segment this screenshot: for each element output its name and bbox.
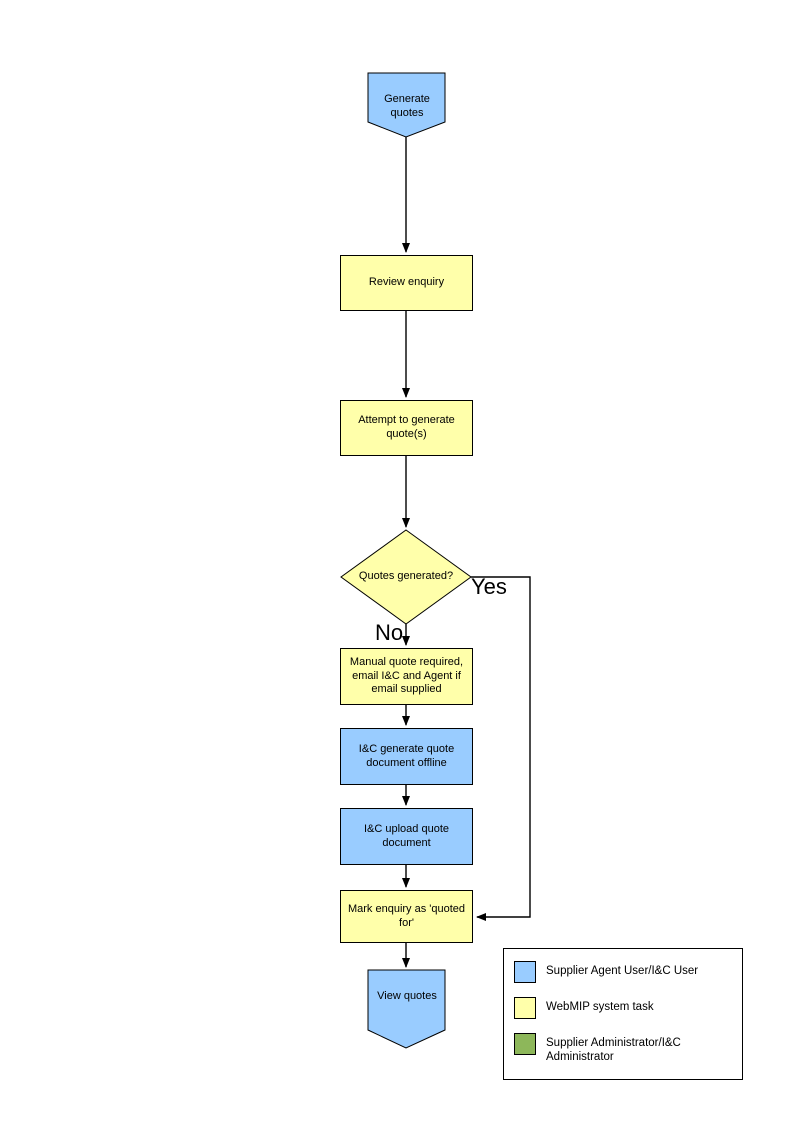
node-generate-quotes[interactable]: Generate quotes bbox=[368, 73, 446, 137]
node-generate-quotes-label: Generate quotes bbox=[384, 93, 430, 119]
node-view-quotes[interactable]: View quotes bbox=[368, 970, 446, 1048]
edge-decision-yes-to-mark bbox=[471, 576, 531, 921]
legend-swatch-green bbox=[514, 1033, 536, 1055]
node-mark-enquiry-quoted-for[interactable]: Mark enquiry as 'quoted for' bbox=[340, 890, 473, 943]
legend: Supplier Agent User/I&C User WebMIP syst… bbox=[503, 948, 743, 1080]
legend-item-supplier-agent-user: Supplier Agent User/I&C User bbox=[514, 961, 742, 983]
legend-swatch-yellow bbox=[514, 997, 536, 1019]
shape-generate-quotes bbox=[367, 72, 446, 138]
node-manual-quote-required[interactable]: Manual quote required, email I&C and Age… bbox=[340, 648, 473, 705]
legend-label-supplier-administrator: Supplier Administrator/I&C Administrator bbox=[546, 1037, 681, 1064]
node-review-enquiry[interactable]: Review enquiry bbox=[340, 255, 473, 311]
node-ic-upload-quote-document-label: I&C upload quote document bbox=[363, 822, 449, 849]
node-ic-generate-quote-offline-label: I&C generate quote document offline bbox=[358, 742, 455, 769]
node-mark-enquiry-quoted-for-label: Mark enquiry as 'quoted for' bbox=[347, 902, 466, 929]
node-review-enquiry-label: Review enquiry bbox=[368, 276, 445, 289]
node-attempt-generate-quotes[interactable]: Attempt to generate quote(s) bbox=[340, 400, 473, 456]
node-attempt-generate-quotes-label: Attempt to generate quote(s) bbox=[358, 414, 455, 440]
legend-item-supplier-administrator: Supplier Administrator/I&C Administrator bbox=[514, 1033, 742, 1065]
legend-label-supplier-agent-user: Supplier Agent User/I&C User bbox=[546, 965, 699, 977]
node-ic-generate-quote-offline[interactable]: I&C generate quote document offline bbox=[340, 728, 473, 785]
legend-item-webmip-system-task: WebMIP system task bbox=[514, 997, 742, 1019]
node-quotes-generated[interactable]: Quotes generated? bbox=[341, 530, 471, 624]
node-view-quotes-label: View quotes bbox=[377, 990, 437, 1002]
legend-label-webmip-system-task: WebMIP system task bbox=[546, 1001, 654, 1013]
edge-label-yes: Yes bbox=[471, 574, 507, 599]
shape-view-quotes bbox=[367, 969, 446, 1049]
edge-label-no: No bbox=[375, 620, 404, 645]
node-ic-upload-quote-document[interactable]: I&C upload quote document bbox=[340, 808, 473, 865]
node-manual-quote-required-label: Manual quote required, email I&C and Age… bbox=[349, 655, 464, 696]
legend-swatch-blue bbox=[514, 961, 536, 983]
node-quotes-generated-label: Quotes generated? bbox=[358, 570, 454, 583]
